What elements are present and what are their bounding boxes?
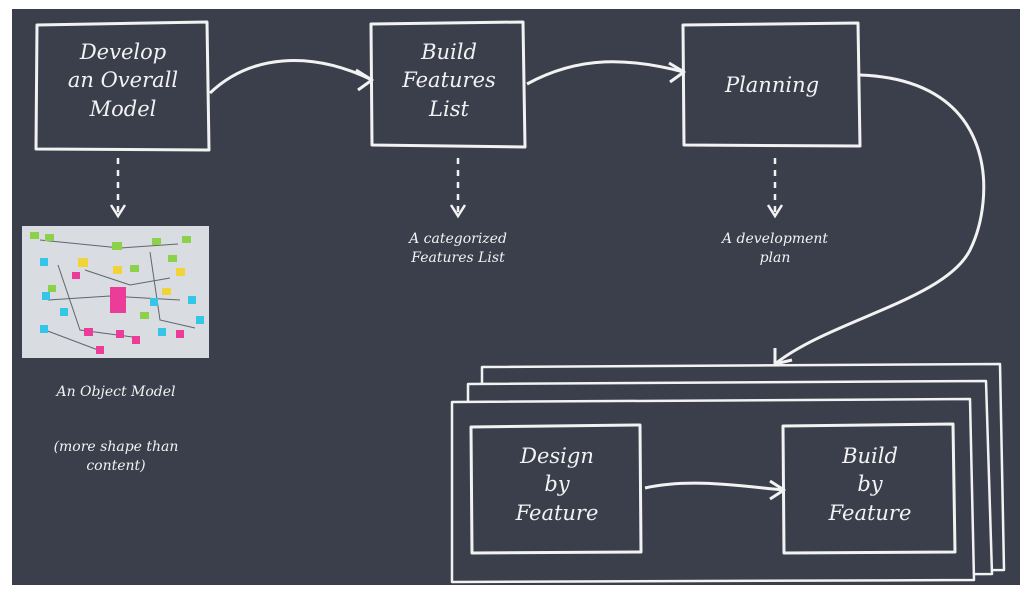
label-line: Design	[520, 444, 594, 468]
dashed-arrowhead-features-output	[449, 204, 467, 219]
arrowhead-planning-to-iteration	[773, 348, 793, 366]
label-line: Feature	[515, 500, 599, 525]
caption-line: A development	[721, 231, 829, 247]
label-line: by	[544, 472, 570, 497]
label-line: Model	[89, 96, 157, 121]
label-line: Feature	[828, 500, 912, 525]
photo-sticky-notes	[30, 232, 204, 354]
label-build-features-list: Build Features List	[374, 38, 524, 123]
caption-line: (more shape than	[53, 439, 179, 455]
label-line: Build	[842, 444, 898, 468]
caption-features-list: A categorized Features List	[378, 230, 538, 268]
box-build-features-list	[369, 20, 527, 149]
caption-object-model: An Object Model	[26, 383, 206, 402]
arrowhead-features-to-planning	[668, 61, 686, 84]
arrow-planning-to-iteration	[774, 73, 986, 366]
arrow-design-to-build	[644, 481, 785, 492]
iteration-frame-front	[450, 397, 976, 584]
label-planning: Planning	[686, 71, 858, 99]
label-line: by	[857, 472, 883, 497]
caption-object-model-note: (more shape than content)	[26, 438, 206, 476]
object-model-photo	[22, 226, 209, 358]
arrowhead-design-to-build	[769, 479, 786, 501]
label-build-by-feature: Build by Feature	[786, 442, 954, 527]
arrow-features-to-planning	[526, 60, 685, 86]
box-build-by-feature	[781, 422, 957, 555]
label-line: an Overall	[67, 68, 179, 93]
caption-line: Features List	[411, 249, 505, 266]
caption-line: A categorized	[409, 231, 507, 247]
label-line: Build	[421, 40, 477, 64]
label-line: Features	[402, 68, 496, 93]
caption-development-plan: A development plan	[695, 230, 855, 268]
caption-line: An Object Model	[56, 384, 176, 400]
label-line: Develop	[79, 40, 167, 64]
label-line: List	[429, 96, 469, 121]
box-design-by-feature	[469, 423, 643, 555]
label-design-by-feature: Design by Feature	[474, 442, 640, 527]
box-planning	[681, 21, 862, 148]
box-develop-model	[34, 20, 211, 152]
arrowhead-model-to-features	[355, 68, 374, 92]
dashed-arrowhead-model-output	[109, 204, 127, 219]
arrow-model-to-features	[208, 59, 373, 95]
label-develop-model: Develop an Overall Model	[40, 38, 206, 123]
dashed-arrowhead-planning-output	[766, 204, 784, 219]
label-line: Planning	[724, 73, 820, 97]
caption-line: content)	[86, 457, 146, 474]
caption-line: plan	[759, 249, 791, 266]
